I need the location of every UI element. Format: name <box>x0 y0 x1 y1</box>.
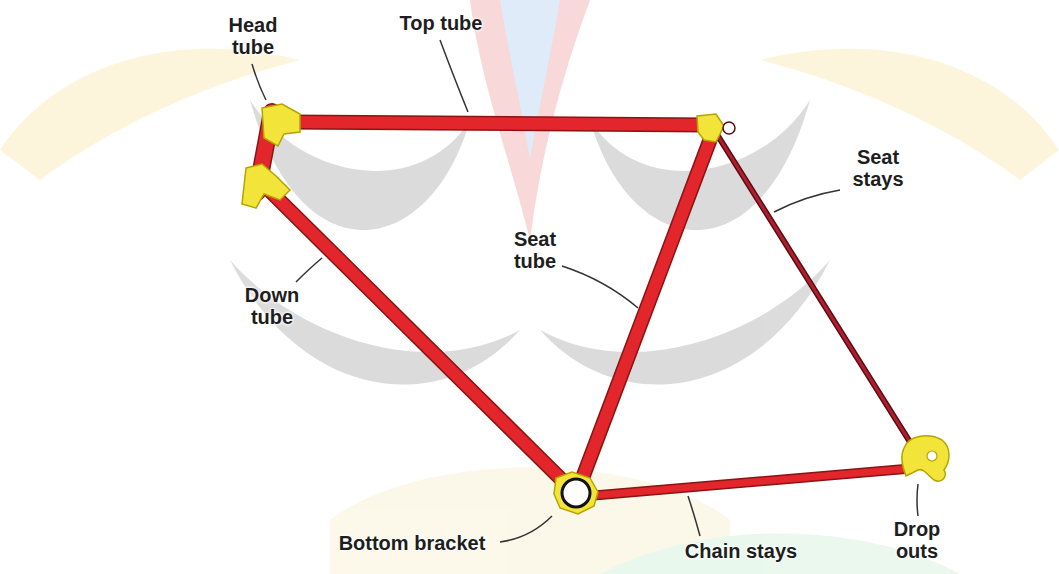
seat-stay <box>718 136 915 450</box>
top-tube <box>290 122 706 125</box>
part-label: Seat stays <box>852 146 903 190</box>
tube-edges <box>257 112 905 496</box>
seat-lug <box>697 114 724 142</box>
top-tube <box>290 122 706 125</box>
chain-stay <box>588 469 905 496</box>
seat-stay <box>718 136 915 450</box>
part-label: Head tube <box>229 14 278 58</box>
watermark-swirl <box>230 260 520 385</box>
leader-line <box>774 190 840 212</box>
leader-lines <box>252 40 918 542</box>
part-label: Chain stays <box>685 540 797 562</box>
seat-binder <box>723 122 735 134</box>
watermark-swirl <box>540 260 830 385</box>
dropout-slot <box>927 451 937 461</box>
part-label: Drop outs <box>894 518 941 562</box>
down-tube <box>265 186 571 489</box>
watermark-band <box>500 0 560 160</box>
part-label: Top tube <box>400 12 483 34</box>
seat-tube <box>578 132 713 490</box>
head-lug <box>242 164 290 208</box>
bottom-bracket-lug <box>554 472 598 514</box>
part-label: Seat tube <box>514 228 556 272</box>
leader-line <box>688 496 700 536</box>
leader-line <box>562 266 638 308</box>
chain-stay <box>588 469 905 496</box>
tubes <box>257 112 905 496</box>
down-tube <box>265 186 571 489</box>
leader-line <box>500 516 552 542</box>
leader-line <box>440 40 468 112</box>
part-label: Down tube <box>245 284 299 328</box>
leader-line <box>917 484 918 516</box>
leader-line <box>296 258 322 282</box>
bottom-bracket-shell <box>562 479 590 507</box>
seat-tube <box>578 132 713 490</box>
lugs <box>242 104 949 514</box>
leader-line <box>252 64 266 100</box>
head-lug <box>262 104 300 146</box>
dropout <box>902 436 949 481</box>
part-label: Bottom bracket <box>339 532 486 554</box>
